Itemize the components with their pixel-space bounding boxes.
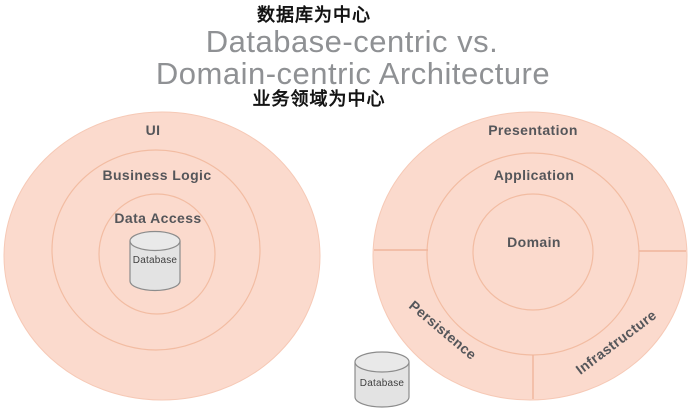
left-database-label: Database xyxy=(132,255,178,266)
right-label-application: Application xyxy=(493,167,575,183)
external-database-cylinder-icon xyxy=(354,351,410,408)
caption-domain-centric-zh: 业务领域为中心 xyxy=(252,89,386,109)
page-title-line2: Domain-centric Architecture xyxy=(155,56,551,91)
right-label-domain: Domain xyxy=(507,234,561,250)
page-title-line1: Database-centric vs. xyxy=(205,24,499,59)
caption-database-centric-zh: 数据库为中心 xyxy=(257,5,371,25)
cylinder-top xyxy=(354,351,410,373)
database-centric-circles xyxy=(3,111,321,401)
cylinder-top xyxy=(129,230,181,252)
domain-centric-circles xyxy=(354,111,688,408)
right-inner-ring-domain xyxy=(472,193,594,311)
right-database-label: Database xyxy=(359,378,405,389)
cylinder-body xyxy=(129,241,181,292)
cylinder-body xyxy=(354,362,410,408)
left-label-ui: UI xyxy=(145,122,161,138)
left-label-data-access: Data Access xyxy=(114,210,202,226)
database-cylinder-icon xyxy=(129,230,181,292)
right-label-presentation: Presentation xyxy=(488,122,578,138)
left-label-business-logic: Business Logic xyxy=(102,167,212,183)
